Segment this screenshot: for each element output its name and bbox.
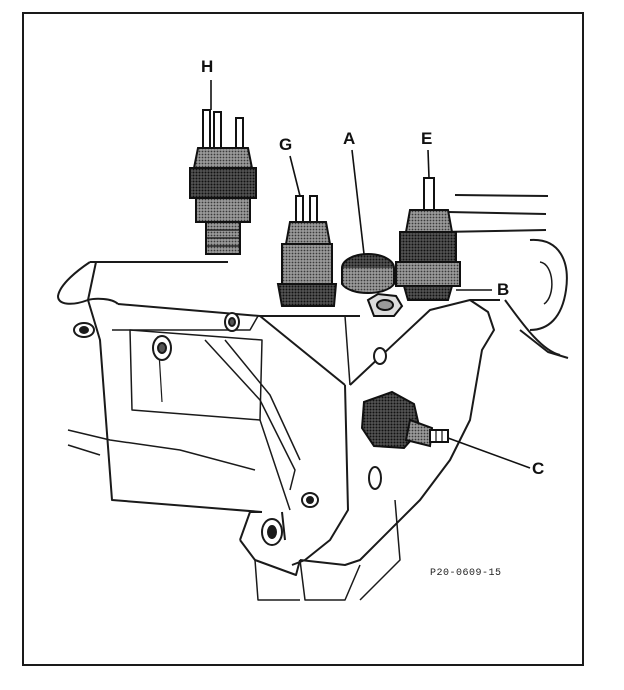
sensor-g bbox=[276, 195, 338, 307]
plug-a bbox=[341, 253, 395, 294]
figure-code: P20-0609-15 bbox=[430, 568, 502, 579]
leader-c bbox=[447, 437, 531, 469]
leader-g bbox=[289, 155, 301, 197]
callout-e: E bbox=[421, 129, 433, 148]
callout-b: B bbox=[497, 280, 510, 299]
sensor-c bbox=[360, 390, 449, 450]
leader-e bbox=[427, 149, 430, 179]
callout-h: H bbox=[201, 57, 214, 76]
hex-nut bbox=[366, 292, 404, 317]
cylinder-head-outline bbox=[57, 194, 569, 601]
callout-a: A bbox=[343, 129, 356, 148]
leader-lines bbox=[210, 80, 531, 469]
sensor-e bbox=[395, 177, 461, 301]
callout-c: C bbox=[532, 459, 545, 478]
leader-a bbox=[351, 149, 365, 255]
mounting-holes bbox=[73, 312, 387, 546]
figure-border bbox=[22, 12, 584, 666]
callout-g: G bbox=[279, 135, 293, 154]
sensor-h bbox=[189, 109, 257, 255]
